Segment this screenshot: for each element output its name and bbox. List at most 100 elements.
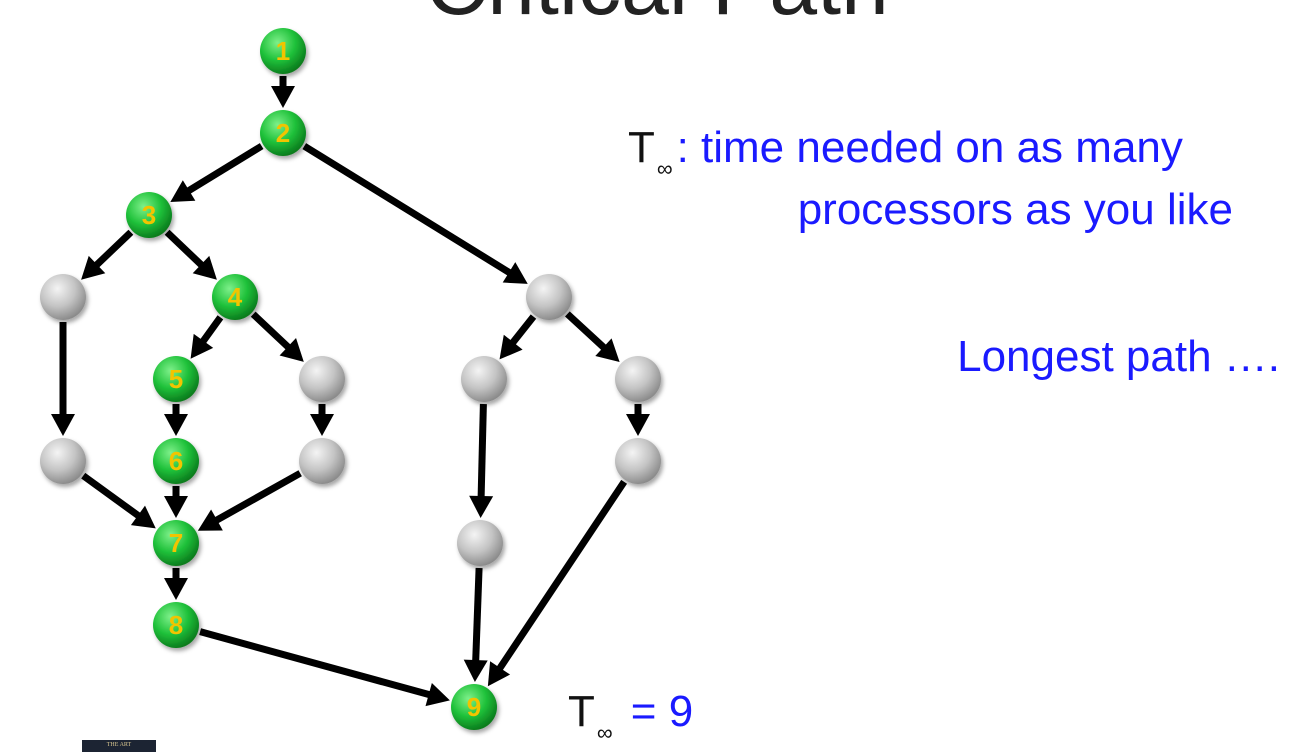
- edge-n5-n6: [164, 404, 188, 436]
- node-circle: [153, 356, 199, 402]
- node-circle: [461, 356, 507, 402]
- edge-g9-n9: [487, 479, 628, 687]
- task-node-g3: [299, 356, 345, 402]
- definition-t: T: [628, 123, 655, 172]
- edge-g5-g7: [565, 311, 620, 363]
- node-circle: [451, 684, 497, 730]
- edge-n6-n7: [164, 486, 188, 518]
- edge-line: [477, 403, 487, 499]
- edge-arrowhead: [164, 578, 188, 600]
- edge-arrowhead: [310, 414, 334, 436]
- critical-node-3: 3: [126, 192, 172, 238]
- edge-g1-g2: [51, 322, 75, 436]
- edge-arrowhead: [463, 659, 488, 683]
- critical-node-4: 4: [212, 274, 258, 320]
- edge-arrowhead: [469, 495, 494, 519]
- task-node-g8: [457, 520, 503, 566]
- task-node-g4: [299, 438, 345, 484]
- edge-n4-n5: [190, 315, 224, 359]
- edge-arrowhead: [595, 338, 620, 363]
- edge-g2-n7: [81, 472, 156, 529]
- edge-line: [565, 311, 608, 352]
- node-circle: [526, 274, 572, 320]
- edge-arrowhead: [279, 338, 304, 362]
- critical-node-2: 2: [260, 110, 306, 156]
- critical-node-8: 8: [153, 602, 199, 648]
- node-label: 5: [169, 364, 183, 394]
- node-circle: [153, 602, 199, 648]
- edge-n3-n4: [164, 229, 217, 280]
- task-node-g6: [461, 356, 507, 402]
- node-label: 6: [169, 446, 183, 476]
- edge-arrowhead: [130, 505, 156, 529]
- result-infinity: ∞: [596, 720, 613, 745]
- edge-arrowhead: [170, 180, 196, 202]
- node-label: 4: [228, 282, 243, 312]
- slide-title: Critical Path: [0, 0, 1314, 28]
- edge-line: [496, 479, 628, 672]
- node-label: 8: [169, 610, 183, 640]
- edge-g5-g6: [499, 314, 537, 360]
- node-label: 3: [142, 200, 156, 230]
- edge-arrowhead: [197, 509, 223, 531]
- critical-node-5: 5: [153, 356, 199, 402]
- edge-arrowhead: [271, 86, 295, 108]
- node-circle: [40, 274, 86, 320]
- edge-line: [302, 143, 513, 277]
- node-circle: [260, 110, 306, 156]
- edge-line: [213, 470, 302, 525]
- node-label: 2: [276, 118, 290, 148]
- edge-n3-g1: [81, 229, 134, 280]
- edge-g6-g8: [469, 403, 494, 519]
- result-t: T: [568, 687, 595, 736]
- critical-node-6: 6: [153, 438, 199, 484]
- edge-arrowhead: [487, 661, 511, 687]
- node-label: 1: [276, 36, 290, 66]
- longest-path-text: Longest path ….: [957, 332, 1280, 381]
- edge-arrowhead: [502, 262, 528, 284]
- edge-g3-g4: [310, 404, 334, 436]
- edge-arrowhead: [425, 682, 450, 707]
- edge-line: [93, 229, 134, 269]
- node-circle: [299, 356, 345, 402]
- edge-g7-g9: [626, 404, 650, 436]
- node-circle: [299, 438, 345, 484]
- node-circle: [260, 28, 306, 74]
- book-logo: THE ART: [82, 740, 156, 752]
- node-circle: [457, 520, 503, 566]
- task-node-g9: [615, 438, 661, 484]
- edge-n4-g3: [250, 311, 304, 362]
- task-node-g7: [615, 356, 661, 402]
- edge-arrowhead: [190, 333, 214, 359]
- node-circle: [126, 192, 172, 238]
- node-circle: [40, 438, 86, 484]
- result-equation: T∞ = 9: [568, 687, 694, 744]
- node-circle: [153, 438, 199, 484]
- definition-infinity: ∞: [656, 156, 673, 181]
- edge-line: [509, 314, 537, 346]
- definition-line1: T∞: time needed on as many: [628, 123, 1183, 180]
- edge-line: [185, 143, 264, 195]
- edge-line: [81, 472, 142, 520]
- node-circle: [153, 520, 199, 566]
- critical-node-7: 7: [153, 520, 199, 566]
- task-node-g5: [526, 274, 572, 320]
- edge-n2-g5: [302, 143, 528, 284]
- definition-text-line1: : time needed on as many: [676, 123, 1183, 172]
- edge-line: [199, 315, 224, 345]
- edge-line: [199, 628, 432, 699]
- edge-line: [250, 311, 292, 351]
- edge-n8-n9: [199, 628, 450, 707]
- critical-node-1: 1: [260, 28, 306, 74]
- result-value: = 9: [618, 687, 694, 736]
- edge-arrowhead: [499, 334, 523, 360]
- node-circle: [212, 274, 258, 320]
- edge-line: [472, 567, 483, 663]
- edge-line: [164, 229, 205, 269]
- edge-arrowhead: [164, 496, 188, 518]
- edge-arrowhead: [626, 414, 650, 436]
- edge-g4-n7: [197, 470, 302, 531]
- edge-arrowhead: [164, 414, 188, 436]
- task-node-g1: [40, 274, 86, 320]
